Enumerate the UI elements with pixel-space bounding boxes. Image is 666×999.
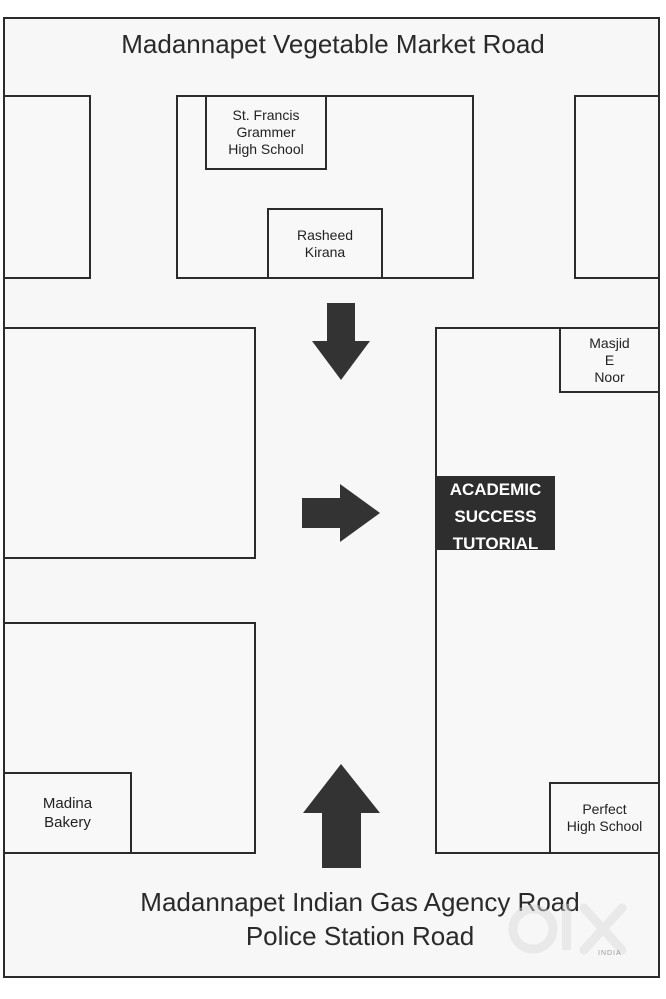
bottom-road-label: Madannapet Indian Gas Agency Road (140, 887, 580, 917)
top-road-label: Madannapet Vegetable Market Road (121, 29, 545, 59)
block-top-right (574, 95, 660, 279)
madina-bakery: Madina Bakery (3, 772, 132, 854)
arrow-right-icon (302, 484, 380, 542)
rasheed-kirana: Rasheed Kirana (267, 208, 383, 279)
olx-logo-icon (508, 903, 627, 955)
block-top-left (3, 95, 91, 279)
police-station-road-label: Police Station Road (245, 921, 475, 951)
academic-success-tutorial: ACADEMIC SUCCESS TUTORIAL (436, 476, 555, 553)
perfect-high-school: Perfect High School (549, 782, 660, 854)
masjid-e-noor: Masjid E Noor (559, 327, 660, 393)
st-francis-school: St. Francis Grammer High School (205, 95, 327, 170)
block-middle-left (3, 327, 256, 559)
arrow-down-icon (312, 303, 370, 380)
arrow-up-icon (303, 764, 380, 868)
block-right-long (435, 327, 660, 854)
olx-country-text: INDIA (598, 950, 622, 957)
